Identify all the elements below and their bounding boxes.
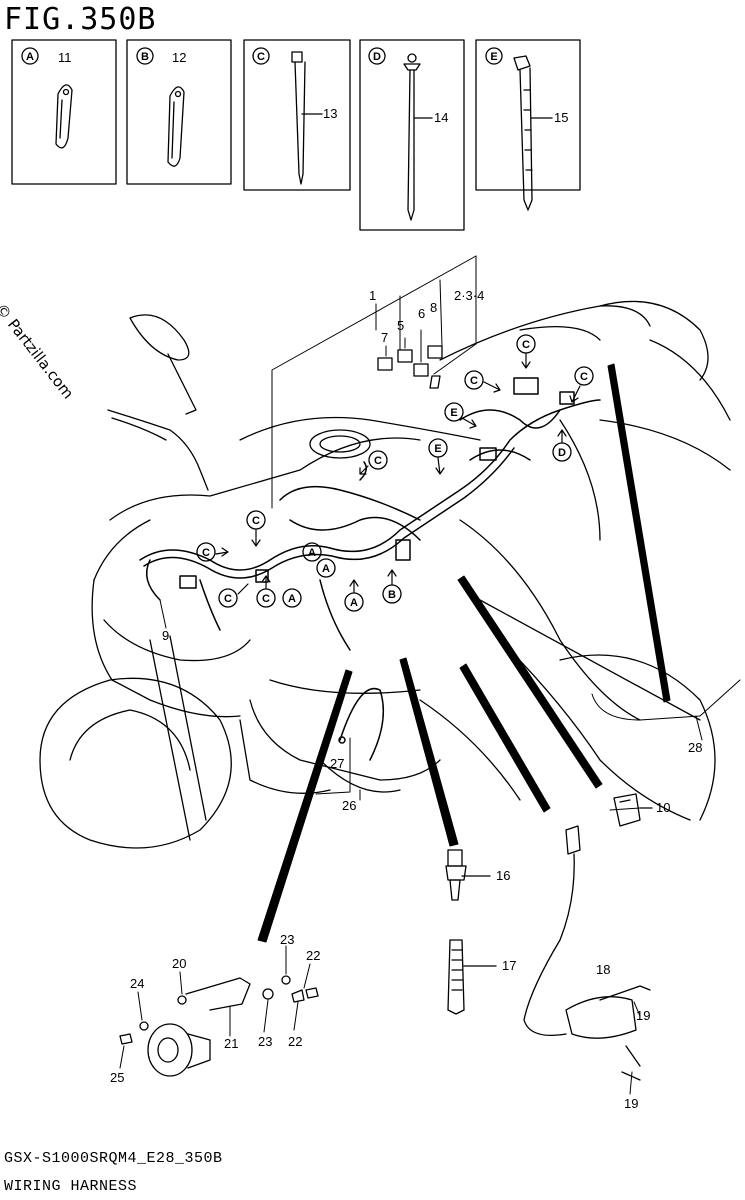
relay-group (377, 345, 443, 389)
callout-7: 7 (381, 330, 388, 345)
inset-d-key: D (373, 51, 381, 63)
svg-text:A: A (350, 597, 358, 609)
svg-text:E: E (450, 407, 457, 419)
inset-d-part-number: 14 (434, 110, 448, 125)
inset-b-part-number: 12 (172, 50, 186, 65)
callout-9: 9 (162, 628, 169, 643)
inset-a-key: A (26, 51, 34, 63)
marker-e: E (428, 438, 448, 458)
inset-b-key: B (141, 51, 149, 63)
marker-d: D (552, 442, 572, 462)
svg-text:C: C (522, 339, 530, 351)
inset-e: E 15 (475, 39, 581, 211)
inset-b: B 12 (126, 39, 232, 185)
svg-text:C: C (224, 593, 232, 605)
marker-c: C (256, 588, 276, 608)
svg-text:D: D (558, 447, 566, 459)
svg-text:E: E (434, 443, 441, 455)
inset-c: C 13 (243, 39, 351, 191)
svg-text:C: C (470, 375, 478, 387)
inset-e-key: E (490, 51, 497, 63)
cable-tie-icon (513, 55, 533, 211)
callout-23-lower: 23 (258, 1034, 272, 1049)
svg-text:A: A (308, 547, 316, 559)
inset-a: A 11 (11, 39, 117, 185)
callout-27: 27 (330, 756, 344, 771)
wiring-harness (139, 377, 601, 761)
inset-a-part-number: 11 (58, 50, 72, 65)
clamp-markers: C C C C C C C C A A A A B D E E (196, 334, 594, 612)
callout-1: 1 (369, 288, 376, 303)
inset-c-key: C (257, 51, 265, 63)
model-code: GSX-S1000SRQM4_E28_350B (4, 1150, 223, 1167)
svg-text:C: C (252, 515, 260, 527)
marker-b: B (382, 584, 402, 604)
svg-text:C: C (202, 547, 210, 559)
marker-c: C (368, 450, 388, 470)
marker-c: C (246, 510, 266, 530)
svg-text:C: C (580, 371, 588, 383)
clamp-icon (55, 84, 73, 149)
part-callouts: 1 2·3·4 5 6 7 8 9 10 16 17 18 19 19 20 2… (110, 288, 702, 1111)
callout-6: 6 (418, 306, 425, 321)
marker-c: C (196, 542, 216, 562)
marker-a: A (282, 588, 302, 608)
callout-24: 24 (130, 976, 144, 991)
callout-25: 25 (110, 1070, 124, 1085)
svg-text:C: C (262, 593, 270, 605)
callout-2-3-4: 2·3·4 (454, 288, 484, 303)
callout-19-upper: 19 (636, 1008, 650, 1023)
motorcycle-outline (39, 300, 731, 849)
callout-19-lower: 19 (624, 1096, 638, 1111)
pointer-bars (257, 363, 671, 943)
marker-a: A (316, 558, 336, 578)
section-name: WIRING HARNESS (4, 1178, 138, 1195)
callout-leaders (119, 945, 641, 1095)
svg-text:A: A (288, 593, 296, 605)
inset-c-part-number: 13 (323, 106, 337, 121)
cable-tie-icon (291, 51, 306, 185)
callout-10: 10 (656, 800, 670, 815)
clamp-arrows (215, 353, 581, 595)
callout-8: 8 (430, 300, 437, 315)
connector-cover-part (613, 793, 653, 827)
callout-16: 16 (496, 868, 510, 883)
switch-part (523, 825, 651, 1081)
callout-22-lower: 22 (288, 1034, 302, 1049)
callout-23-upper: 23 (280, 932, 294, 947)
callout-21: 21 (224, 1036, 238, 1051)
callout-26: 26 (342, 798, 356, 813)
marker-c: C (218, 588, 238, 608)
sensor-part (445, 849, 497, 1015)
figure-title: FIG.350B (4, 2, 157, 37)
marker-e: E (444, 402, 464, 422)
callout-5: 5 (397, 318, 404, 333)
callout-17: 17 (502, 958, 516, 973)
callout-28: 28 (688, 740, 702, 755)
marker-a: A (344, 592, 364, 612)
marker-c: C (516, 334, 536, 354)
callout-18: 18 (596, 962, 610, 977)
callout-22-upper: 22 (306, 948, 320, 963)
leader-lines (159, 255, 741, 811)
push-tie-icon (403, 53, 421, 221)
marker-c: C (574, 366, 594, 386)
horn-part (119, 975, 319, 1077)
svg-text:C: C (374, 455, 382, 467)
marker-a: A (302, 542, 322, 562)
svg-text:B: B (388, 589, 396, 601)
marker-c: C (464, 370, 484, 390)
inset-e-part-number: 15 (554, 110, 568, 125)
svg-text:A: A (322, 563, 330, 575)
inset-d: D 14 (359, 39, 465, 231)
callout-20: 20 (172, 956, 186, 971)
clamp-icon (167, 86, 185, 167)
